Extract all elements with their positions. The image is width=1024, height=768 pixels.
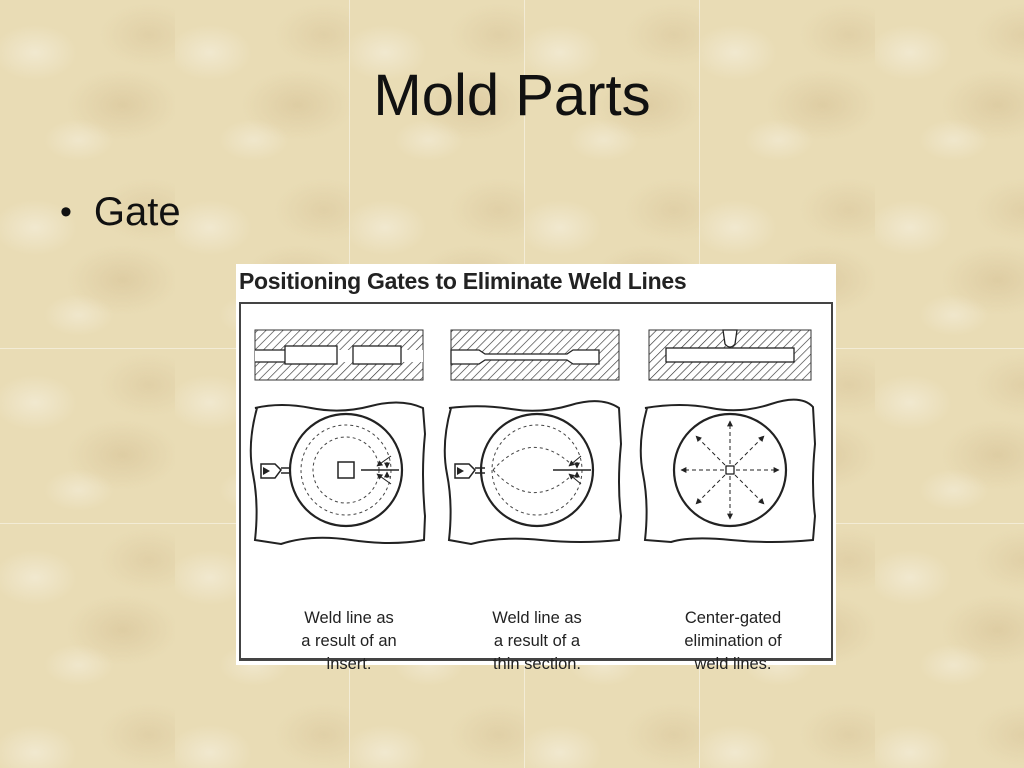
caption-line: a result of a: [493, 632, 581, 650]
caption-line: thin section.: [492, 655, 582, 673]
figure-title: Positioning Gates to Eliminate Weld Line…: [239, 268, 687, 294]
caption-line: weld lines.: [694, 655, 772, 673]
plan-view-center: [639, 398, 817, 544]
caption-line: a result of an: [301, 632, 397, 650]
plan-view-insert: [249, 401, 427, 546]
bullet-text: Gate: [93, 190, 181, 234]
plan-view-thin: [443, 400, 623, 546]
caption-line: elimination of: [684, 632, 782, 650]
caption-center-gated: Center-gated elimination of weld lines.: [643, 607, 823, 676]
caption-line: insert.: [326, 655, 372, 673]
caption-thin-section: Weld line as a result of a thin section.: [447, 607, 627, 676]
diagram-drawings: [249, 329, 817, 546]
bullet-dot: •: [60, 193, 72, 231]
caption-line: Weld line as: [492, 609, 582, 627]
bullet-item: • Gate: [60, 190, 181, 235]
caption-line: Center-gated: [684, 609, 782, 627]
slide-title: Mold Parts: [373, 63, 651, 128]
caption-line: Weld line as: [304, 609, 394, 627]
cross-section-center-gate: [648, 329, 812, 381]
cross-section-insert: [254, 329, 424, 381]
caption-insert: Weld line as a result of an insert.: [259, 607, 439, 676]
figure-panel: Weld line as a result of an insert. Weld…: [239, 302, 833, 673]
cross-section-thin: [450, 329, 620, 381]
gate-positioning-figure: Positioning Gates to Eliminate Weld Line…: [236, 264, 836, 673]
